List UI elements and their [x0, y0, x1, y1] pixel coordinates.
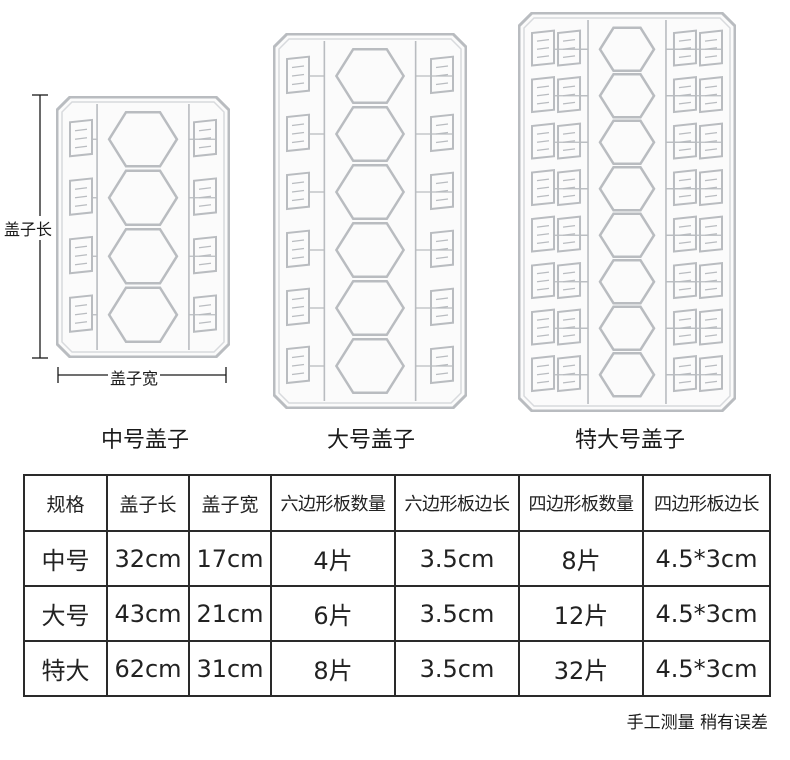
table-cell: 4.5*3cm [642, 640, 771, 697]
hexagon-plate [598, 26, 656, 72]
table-cell: 4.5*3cm [642, 530, 771, 587]
length-label: 盖子长 [4, 216, 53, 240]
table-cell: 中号 [23, 530, 108, 587]
frame-xlarge [518, 12, 736, 412]
hexagon-plate [598, 259, 656, 305]
rectangle-plate [557, 215, 582, 253]
rectangle-plate [557, 169, 582, 207]
hexagon-plate [598, 305, 656, 351]
hexagon-plate [598, 352, 656, 398]
table-cell: 特大 [23, 640, 108, 697]
hexagon-plate [334, 163, 406, 221]
table-row: 中号 32cm 17cm 4片 3.5cm 8片 4.5*3cm [23, 530, 771, 587]
rectangle-plate [286, 287, 310, 327]
hexagon-plate [598, 119, 656, 165]
table-cell: 6片 [270, 585, 396, 642]
rectangle-plate [531, 169, 555, 207]
hexagon-plate [334, 47, 406, 105]
measurement-note: 手工测量 稍有误差 [626, 713, 768, 733]
table-cell: 21cm [188, 585, 272, 642]
table-cell: 3.5cm [394, 530, 520, 587]
rectangle-plate [286, 113, 310, 153]
table-cell: 4片 [270, 530, 396, 587]
rectangle-plate [557, 76, 582, 114]
rectangle-plate [531, 355, 555, 393]
table-row: 特大 62cm 31cm 8片 3.5cm 32片 4.5*3cm [23, 640, 771, 697]
hexagon-plate [107, 227, 179, 285]
table-header-row: 规格 盖子长 盖子宽 六边形板数量 六边形板边长 四边形板数量 四边形板边长 [23, 474, 771, 532]
hexagon-plate [107, 110, 179, 168]
dimension-lines [32, 94, 227, 383]
caption-xlarge: 特大号盖子 [574, 428, 685, 453]
hexagon-plate [598, 73, 656, 119]
hexagon-plate [598, 166, 656, 212]
table-cell: 32片 [518, 640, 644, 697]
caption-medium: 中号盖子 [100, 428, 189, 453]
rectangle-plate [557, 29, 582, 67]
hexagon-plate [598, 212, 656, 258]
table-cell: 4.5*3cm [642, 585, 771, 642]
rectangle-plate [557, 355, 582, 393]
table-cell: 62cm [106, 640, 190, 697]
table-cell: 大号 [23, 585, 108, 642]
rectangle-plate [557, 122, 582, 160]
rectangle-plate [69, 294, 93, 333]
table-cell: 17cm [188, 530, 272, 587]
hexagon-plate [107, 169, 179, 227]
product-illustrations: 盖子长 盖子宽 中号盖子 大号盖子 特大号盖子 [4, 12, 736, 453]
rectangle-plate [69, 118, 93, 158]
hexagon-plate [334, 221, 406, 279]
frame-medium [56, 96, 230, 358]
rectangle-plate [531, 215, 555, 253]
width-label: 盖子宽 [108, 365, 161, 389]
rectangle-plate [557, 262, 582, 300]
rectangle-plate [531, 262, 555, 300]
header-cell: 四边形板边长 [642, 474, 771, 532]
rectangle-plate [286, 55, 310, 95]
header-cell: 六边形板边长 [394, 474, 520, 532]
hexagon-plate [334, 337, 406, 395]
table-cell: 8片 [270, 640, 396, 697]
table-cell: 3.5cm [394, 585, 520, 642]
table-cell: 32cm [106, 530, 190, 587]
rectangle-plate [531, 122, 555, 160]
header-cell: 六边形板数量 [270, 474, 396, 532]
table-cell: 31cm [188, 640, 272, 697]
spec-table: 规格 盖子长 盖子宽 六边形板数量 六边形板边长 四边形板数量 四边形板边长 中… [23, 474, 771, 697]
hexagon-plate [334, 279, 406, 337]
rectangle-plate [69, 235, 93, 275]
header-cell: 规格 [23, 474, 108, 532]
table-row: 大号 43cm 21cm 6片 3.5cm 12片 4.5*3cm [23, 585, 771, 642]
caption-large: 大号盖子 [326, 428, 415, 453]
table-cell: 43cm [106, 585, 190, 642]
header-cell: 四边形板数量 [518, 474, 644, 532]
rectangle-plate [557, 308, 582, 346]
table-cell: 12片 [518, 585, 644, 642]
rectangle-plate [286, 229, 310, 269]
rectangle-plate [531, 29, 555, 67]
hexagon-plate [107, 286, 179, 344]
table-cell: 8片 [518, 530, 644, 587]
header-cell: 盖子宽 [188, 474, 272, 532]
table-cell: 3.5cm [394, 640, 520, 697]
frame-large [273, 33, 467, 409]
rectangle-plate [531, 308, 555, 346]
rectangle-plate [531, 76, 555, 114]
rectangle-plate [286, 345, 310, 385]
rectangle-plate [69, 177, 93, 216]
header-cell: 盖子长 [106, 474, 190, 532]
hexagon-plate [334, 105, 406, 163]
rectangle-plate [286, 171, 310, 211]
